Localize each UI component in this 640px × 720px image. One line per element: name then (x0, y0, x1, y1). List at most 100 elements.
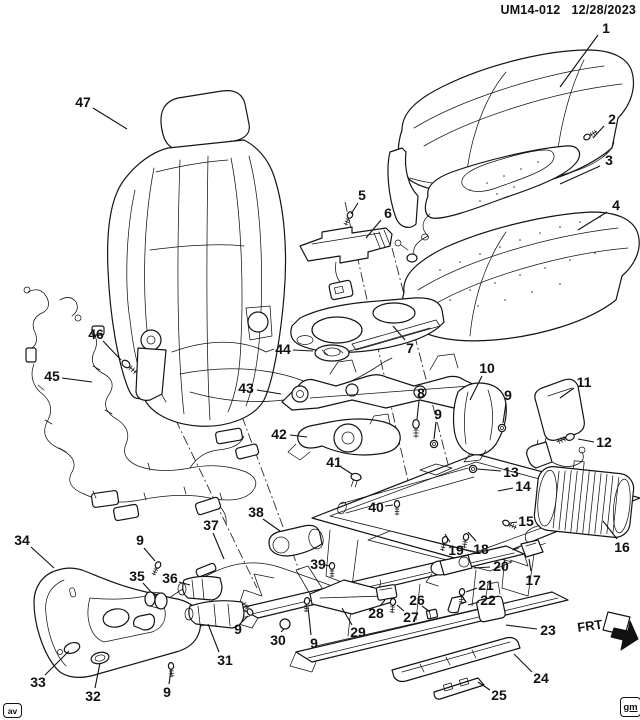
callout-20: 20 (493, 558, 509, 574)
leader-line (142, 582, 152, 593)
leader-line (289, 434, 308, 438)
leader-line (30, 546, 55, 569)
leader-line (469, 375, 483, 401)
callout-40: 40 (368, 499, 384, 515)
frt-direction-arrow: FRT (576, 611, 639, 651)
part-track-motor (268, 524, 324, 557)
leader-line (476, 468, 502, 472)
leader-line (421, 605, 431, 613)
callout-34: 34 (14, 532, 30, 548)
leader-line (528, 558, 532, 572)
drawing-header: UM14-012 12/28/2023 (500, 3, 636, 17)
revision-badge-label: av (7, 705, 18, 716)
callout-7: 7 (406, 340, 414, 356)
fastener-screw-icon (242, 602, 254, 616)
part-cap-33 (63, 641, 81, 655)
leader-line (577, 438, 595, 443)
callout-2: 2 (608, 111, 616, 127)
part-lumbar-mat (524, 460, 635, 546)
part-actuator-motor (287, 413, 401, 461)
drawing-date: 12/28/2023 (571, 3, 636, 17)
callout-12: 12 (596, 434, 612, 450)
callout-32: 32 (85, 688, 101, 704)
part-sensor-module (375, 584, 398, 601)
callout-9: 9 (136, 532, 144, 548)
part-recliner-cover (452, 382, 507, 463)
callout-39: 39 (310, 556, 326, 572)
fastener-nut-icon (468, 464, 478, 474)
callouts: 1234567899101112131415161718192021222324… (14, 20, 630, 704)
callout-10: 10 (479, 360, 495, 376)
leader-line (559, 387, 575, 399)
leader-line (467, 601, 480, 606)
frt-label: FRT (576, 617, 603, 635)
revision-badge: av (3, 703, 22, 718)
leader-line (505, 624, 538, 630)
leader-line (365, 219, 382, 239)
leader-line (602, 520, 618, 540)
part-trim-molding (391, 636, 521, 683)
callout-42: 42 (271, 426, 287, 442)
leader-line (477, 681, 491, 691)
callout-11: 11 (577, 374, 592, 390)
callout-5: 5 (358, 187, 366, 203)
callout-4: 4 (612, 197, 620, 213)
callout-37: 37 (203, 517, 219, 533)
fastener-pin-icon (350, 472, 362, 488)
drawing-number: UM14-012 (500, 3, 561, 17)
pad-texture-dots (469, 161, 539, 202)
fastener-bolt-icon (412, 418, 420, 439)
leader-line (392, 325, 406, 341)
callout-9: 9 (504, 387, 512, 403)
callout-13: 13 (503, 464, 519, 480)
callout-21: 21 (478, 577, 494, 593)
leader-line (212, 532, 225, 560)
leader-line (207, 623, 220, 653)
callout-9: 9 (234, 621, 242, 637)
leader-line (292, 349, 314, 352)
callout-22: 22 (480, 592, 496, 608)
fastener-screw-icon (583, 129, 598, 141)
callout-15: 15 (518, 513, 534, 529)
leader-line (379, 599, 386, 607)
fasteners (121, 129, 598, 678)
leader-line (416, 400, 420, 420)
leader-line (241, 615, 249, 623)
callout-41: 41 (326, 454, 342, 470)
callout-47: 47 (75, 94, 91, 110)
leader-line (341, 607, 353, 626)
part-heater-pad (394, 145, 581, 263)
leader-line (444, 533, 451, 543)
leader-line (513, 653, 533, 673)
callout-23: 23 (540, 622, 556, 638)
part-switch-36 (177, 575, 223, 601)
leader-line (44, 650, 70, 676)
callout-36: 36 (162, 570, 178, 586)
part-recline-linkage (281, 353, 499, 411)
leader-line (61, 377, 93, 383)
part-clip (512, 539, 544, 558)
leader-line (433, 421, 437, 440)
leader-line (350, 202, 359, 215)
callout-3: 3 (605, 152, 613, 168)
callout-25: 25 (491, 687, 507, 703)
fastener-screw-icon (502, 519, 517, 530)
part-sensor-bracket (299, 226, 393, 301)
leader-line (324, 564, 331, 567)
fastener-screw-icon (167, 662, 175, 678)
callout-46: 46 (88, 326, 104, 342)
fastener-screw-icon (440, 536, 449, 552)
callout-29: 29 (350, 624, 366, 640)
fastener-nut-icon (429, 439, 439, 449)
part-seat-track-assembly (231, 545, 569, 673)
leader-line (559, 34, 599, 88)
leader-line (168, 669, 172, 685)
callout-31: 31 (217, 652, 233, 668)
leader-line (559, 165, 601, 185)
fastener-screw-icon (303, 597, 311, 613)
gm-logo-label: gm (623, 701, 638, 713)
callout-9: 9 (163, 684, 171, 700)
part-washer (314, 344, 350, 362)
leader-line (143, 547, 156, 562)
